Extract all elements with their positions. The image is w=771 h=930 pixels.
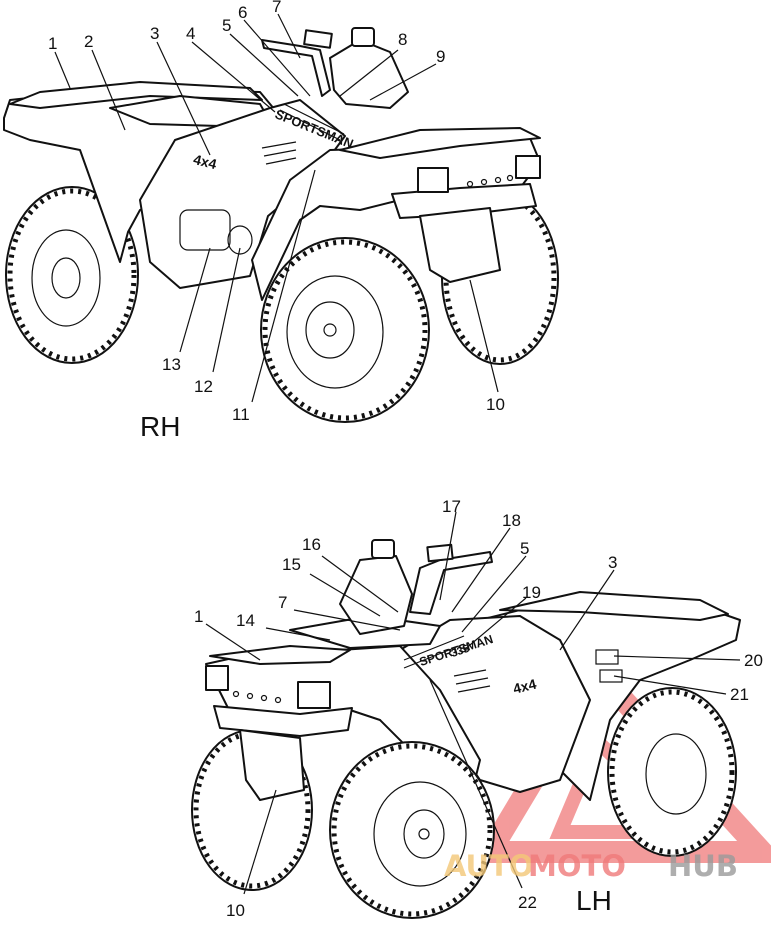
lh-callout-20: 20 [744, 651, 763, 670]
watermark-moto: MOTO [528, 849, 626, 883]
rh-rear-tire [5, 186, 139, 364]
rh-front-tire [260, 237, 430, 423]
rh-callouts: 1 2 3 4 5 6 7 8 9 10 11 12 13 [48, 0, 505, 424]
lh-4x4-decal: 4x4 [511, 676, 538, 697]
lh-front-bumper [213, 705, 353, 737]
lh-front-tire [329, 741, 495, 919]
rh-callout-12: 12 [194, 377, 213, 396]
lh-callout-17: 17 [442, 497, 461, 516]
lh-callout-19: 19 [522, 583, 541, 602]
rh-callout-13: 13 [162, 355, 181, 374]
lh-headlight-right [297, 681, 331, 709]
rh-front-rack [339, 127, 541, 159]
rh-callout-2: 2 [84, 32, 93, 51]
rh-callout-1: 1 [48, 34, 57, 53]
lh-warning-decal [599, 669, 623, 683]
watermark-auto: AUTO [444, 849, 534, 883]
watermark-hub: HUB [668, 849, 738, 883]
lh-handlebar [409, 551, 493, 615]
atv-left-hand-view: SPORTSMAN 335 4x4 1 3 [191, 497, 763, 920]
lh-callout-14: 14 [236, 611, 255, 630]
rh-leader-lines [54, 13, 499, 403]
rh-4x4-decal: 4x4 [192, 151, 219, 172]
rh-callout-4: 4 [186, 24, 195, 43]
lh-callout-18: 18 [502, 511, 521, 530]
rh-view-label: RH [140, 411, 180, 442]
lh-leader-lines [205, 511, 741, 895]
atv-right-hand-view: SPORTSMAN 4x4 1 2 3 [3, 0, 559, 442]
lh-callout-3: 3 [608, 553, 617, 572]
lh-callout-10: 10 [226, 901, 245, 920]
lh-view-label: LH [576, 885, 612, 916]
lh-callout-1: 1 [194, 607, 203, 626]
lh-callout-15: 15 [282, 555, 301, 574]
lh-callout-5: 5 [520, 539, 529, 558]
lh-callout-16: 16 [302, 535, 321, 554]
lh-headlight-left [205, 665, 229, 691]
rh-callout-8: 8 [398, 30, 407, 49]
rh-callout-7: 7 [272, 0, 281, 16]
lh-callout-22: 22 [518, 893, 537, 912]
lh-stripe-decals [403, 635, 491, 693]
rh-headlight-left [417, 167, 449, 193]
rh-callout-6: 6 [238, 3, 247, 22]
watermark-text: AUTO MOTO HUB [444, 849, 738, 883]
lh-callouts: 1 3 5 7 10 14 15 16 17 18 19 20 21 22 [194, 497, 763, 920]
rh-callout-10: 10 [486, 395, 505, 414]
lh-rear-far-tire [607, 687, 737, 857]
lh-callout-21: 21 [730, 685, 749, 704]
lh-callout-7: 7 [278, 593, 287, 612]
rh-rear-rack [9, 81, 263, 109]
rh-callout-9: 9 [436, 47, 445, 66]
lh-reflector-decal [595, 649, 619, 665]
rh-brush-guard [419, 207, 501, 283]
rh-callout-5: 5 [222, 16, 231, 35]
lh-brush-guard [239, 729, 305, 801]
rh-callout-3: 3 [150, 24, 159, 43]
rh-handlebar [261, 39, 331, 97]
rh-headlight-pod [329, 39, 409, 109]
rh-engine-panel [179, 209, 231, 251]
lh-headlight-pod [339, 555, 413, 635]
lh-front-rack [209, 645, 351, 665]
lh-rear-rack [499, 591, 729, 621]
rh-callout-11: 11 [232, 405, 250, 424]
rh-fuel-decal [227, 225, 253, 255]
rh-headlight-right [515, 155, 541, 179]
rh-stripe-decals [261, 103, 345, 165]
